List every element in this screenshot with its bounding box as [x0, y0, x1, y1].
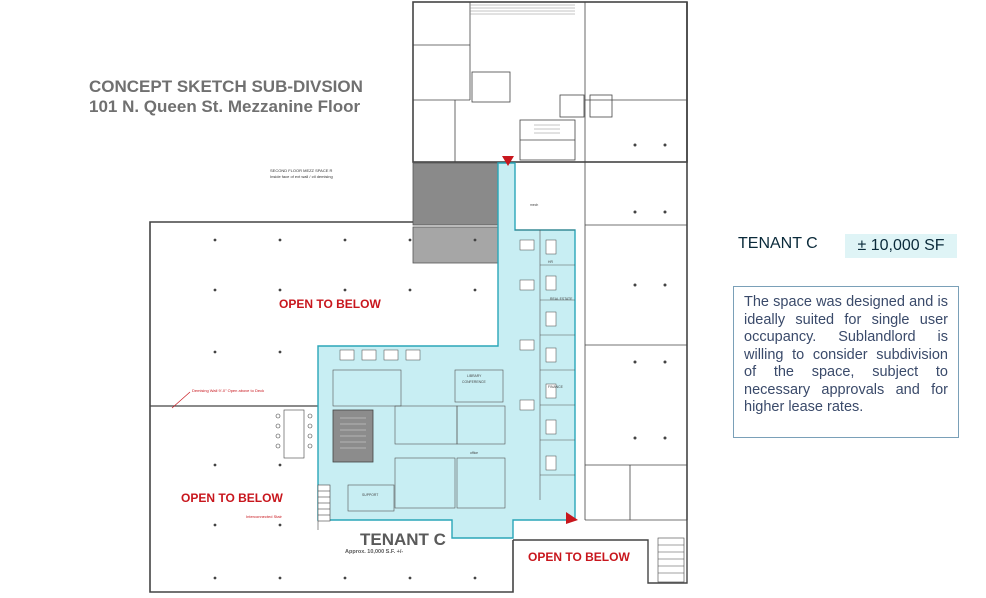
tenant-c-approx: Approx. 10,000 S.F. +/- [345, 549, 403, 555]
interconnected-stair [317, 484, 331, 522]
room-support: SUPPORT [362, 493, 378, 497]
page-subtitle: 101 N. Queen St. Mezzanine Floor [89, 97, 361, 116]
page-title: CONCEPT SKETCH SUB-DIVSION [89, 77, 363, 96]
tenant-area-badge: ± 10,000 SF [845, 234, 957, 258]
conference-table [275, 409, 313, 459]
open-to-below-2: OPEN TO BELOW [181, 491, 283, 505]
shaded-area-lower [412, 226, 499, 264]
right-columns [633, 143, 667, 440]
red-marker-bottom [566, 512, 578, 524]
stair-note: Interconnected Stair [246, 514, 282, 519]
upper-building [412, 1, 688, 163]
demising-arrow [171, 391, 191, 409]
tenant-description: The space was designed and is ideally su… [733, 286, 959, 438]
tenant-c-plan-label: TENANT C [360, 530, 446, 549]
room-conference: CONFERENCE [462, 380, 486, 384]
exit-stair [657, 537, 685, 583]
upper-hatch [470, 4, 575, 134]
shaded-area-upper [412, 162, 499, 226]
room-hr: HR [548, 260, 553, 264]
stair-lines [340, 417, 366, 449]
room-mech: mech [530, 203, 538, 207]
room-finance: FINANCE [548, 385, 564, 389]
room-real-estate: REAL ESTATE [550, 297, 573, 301]
tenant-interior-walls [332, 229, 575, 512]
open-to-below-1: OPEN TO BELOW [279, 297, 381, 311]
room-library: LIBRARY [467, 374, 482, 378]
demising-wall-note: Demising Wall 9'-0" Open above to Deck [192, 388, 264, 393]
room-office: office [470, 451, 478, 455]
inside-face-note: Inside face of ext wall / ctl demising [270, 174, 333, 179]
workstations [339, 239, 557, 471]
right-building [584, 2, 688, 521]
red-marker-top [502, 156, 514, 166]
open-to-below-3: OPEN TO BELOW [528, 550, 630, 564]
second-floor-note: SECOND FLOOR MEZZ SPACE R [270, 168, 332, 173]
tenant-name: TENANT C [738, 235, 818, 252]
main-columns [213, 238, 477, 580]
